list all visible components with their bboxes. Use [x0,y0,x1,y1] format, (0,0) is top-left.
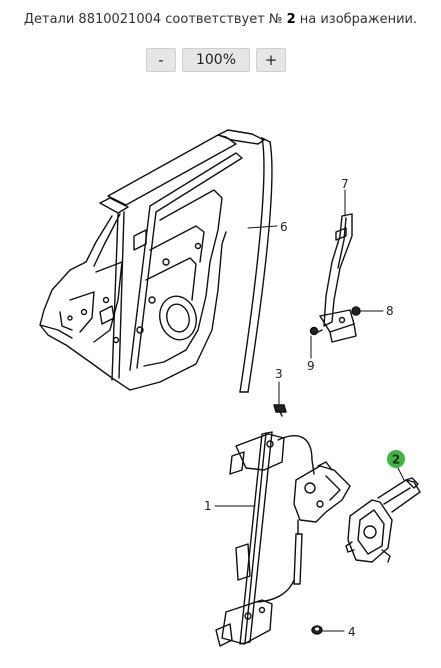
callout-3[interactable]: 3 [275,367,283,381]
callout-1[interactable]: 1 [204,499,212,513]
caption-suffix: на изображении. [295,12,418,27]
rear-guide-rail [319,213,357,343]
window-regulator [215,431,351,647]
callout-7-label: 7 [341,177,349,191]
zoom-level-display: 100% [182,48,250,72]
callout-9[interactable]: 9 [307,359,315,373]
page-caption: Детали 8810021004 соответствует № 2 на и… [0,12,441,28]
part-8-nut [351,306,361,316]
callout-2-label: 2 [392,453,400,467]
glass-run-channel [239,137,273,393]
zoom-toolbar: - 100% + [0,48,441,74]
part-9-bolt [309,326,323,336]
callout-8[interactable]: 8 [386,304,394,318]
part-3-bolt [273,404,287,417]
zoom-in-button[interactable]: + [256,48,286,72]
callout-8-label: 8 [386,304,394,318]
part-2-motor [345,477,421,563]
callout-2-highlighted[interactable]: 2 [387,450,405,468]
callout-7[interactable]: 7 [341,177,349,191]
callout-1-label: 1 [204,499,212,513]
callout-6-label: 6 [280,220,288,234]
door-inner-panel [39,129,265,391]
callout-4[interactable]: 4 [348,625,356,639]
callout-6[interactable]: 6 [280,220,288,234]
caption-prefix: Детали 8810021004 соответствует № [23,12,287,27]
part-4-nut [311,625,323,635]
highlight-circle [387,450,405,468]
caption-part-number: 2 [286,12,296,27]
callout-labels: 6 7 8 9 3 1 4 2 [204,177,405,639]
callout-3-label: 3 [275,367,283,381]
leader-lines [214,189,405,632]
zoom-out-button[interactable]: - [146,48,176,72]
callout-4-label: 4 [348,625,356,639]
callout-9-label: 9 [307,359,315,373]
